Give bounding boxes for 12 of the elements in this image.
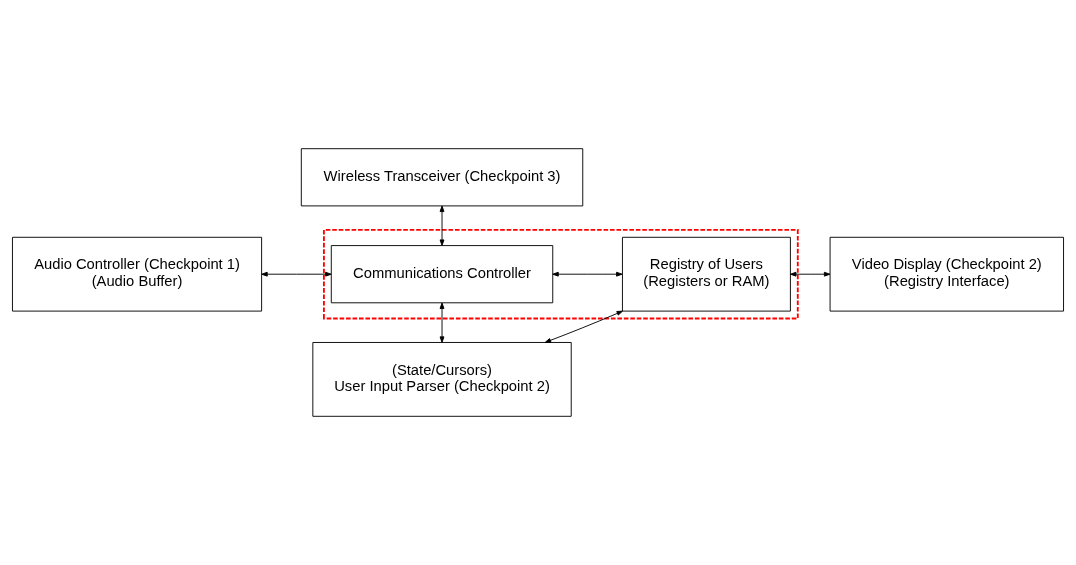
node-box: Wireless Transceiver (Checkpoint 3) bbox=[300, 148, 584, 207]
arrow bbox=[790, 271, 831, 277]
arrow bbox=[439, 205, 445, 246]
node-box: Registry of Users (Registers or RAM) bbox=[622, 236, 791, 312]
node-box: Communications Controller bbox=[330, 245, 554, 304]
arrow bbox=[261, 271, 332, 277]
arrow bbox=[439, 302, 445, 343]
node-box: Audio Controller (Checkpoint 1) (Audio Buffer) bbox=[12, 236, 263, 312]
arrow bbox=[552, 271, 623, 277]
arrow bbox=[544, 310, 624, 343]
node-box: Video Display (Checkpoint 2) (Registry Interface) bbox=[829, 236, 1064, 312]
node-box: (State/Cursors) User Input Parser (Checkpoint 2) bbox=[312, 342, 572, 417]
